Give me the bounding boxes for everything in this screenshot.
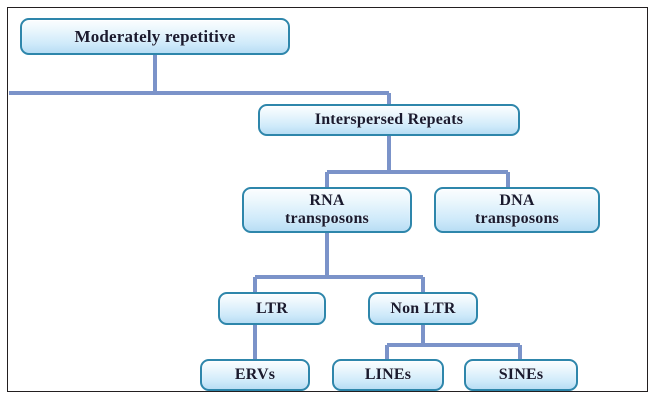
node-label-line2: transposons [474, 210, 559, 227]
node-ervs[interactable]: ERVs [200, 359, 310, 391]
node-label: RNA transposons [244, 192, 410, 228]
node-ltr[interactable]: LTR [218, 292, 326, 325]
node-label-line2: transposons [284, 210, 369, 227]
node-label: Moderately repetitive [74, 26, 236, 46]
node-moderately-repetitive[interactable]: Moderately repetitive [20, 18, 290, 55]
node-dna-transposons[interactable]: DNA transposons [434, 187, 600, 233]
node-label: DNA transposons [436, 192, 598, 228]
node-label: SINEs [498, 366, 544, 384]
node-label: LTR [255, 299, 289, 317]
node-label: ERVs [234, 366, 276, 384]
node-interspersed-repeats[interactable]: Interspersed Repeats [258, 104, 520, 136]
node-label-line1: DNA [499, 192, 535, 210]
node-lines[interactable]: LINEs [332, 359, 444, 391]
node-rna-transposons[interactable]: RNA transposons [242, 187, 412, 233]
node-non-ltr[interactable]: Non LTR [368, 292, 478, 325]
node-label: Non LTR [390, 299, 456, 317]
node-label: LINEs [364, 366, 412, 384]
node-sines[interactable]: SINEs [464, 359, 578, 391]
node-label-line1: RNA [309, 192, 345, 210]
node-label: Interspersed Repeats [314, 111, 464, 129]
